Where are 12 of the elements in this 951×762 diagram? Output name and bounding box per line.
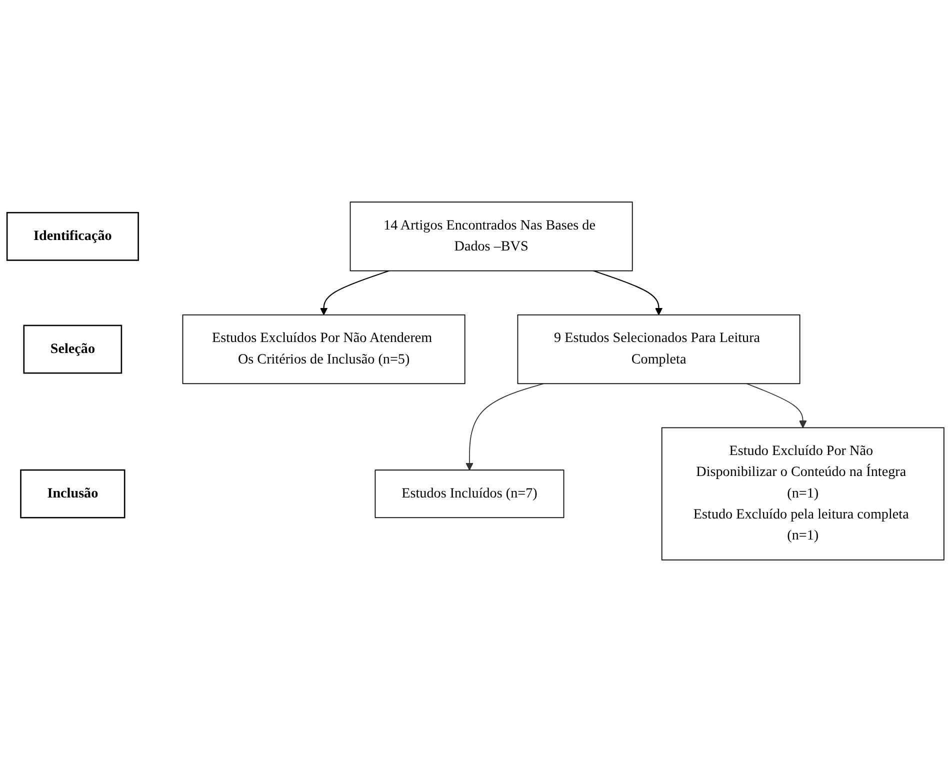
node-box: Estudo Excluído Por Não Disponibilizar o Conteúdo na Íntegra (n=1) Estudo Excluído pela leitura completa (n=1) xyxy=(661,427,944,560)
node-box: Inclusão xyxy=(20,469,126,518)
arrow xyxy=(466,383,544,470)
node-box: Estudos Incluídos (n=7) xyxy=(374,470,564,518)
arrow xyxy=(746,383,807,428)
node-box: Estudos Excluídos Por Não Atenderem Os Critérios de Inclusão (n=5) xyxy=(182,314,466,384)
node-box: Identificação xyxy=(6,212,139,261)
node-box: 9 Estudos Selecionados Para Leitura Completa xyxy=(517,314,800,384)
node-box: Seleção xyxy=(23,324,122,374)
arrow xyxy=(593,270,663,316)
node-box: 14 Artigos Encontrados Nas Bases de Dados –BVS xyxy=(350,202,633,272)
arrow xyxy=(320,270,390,316)
